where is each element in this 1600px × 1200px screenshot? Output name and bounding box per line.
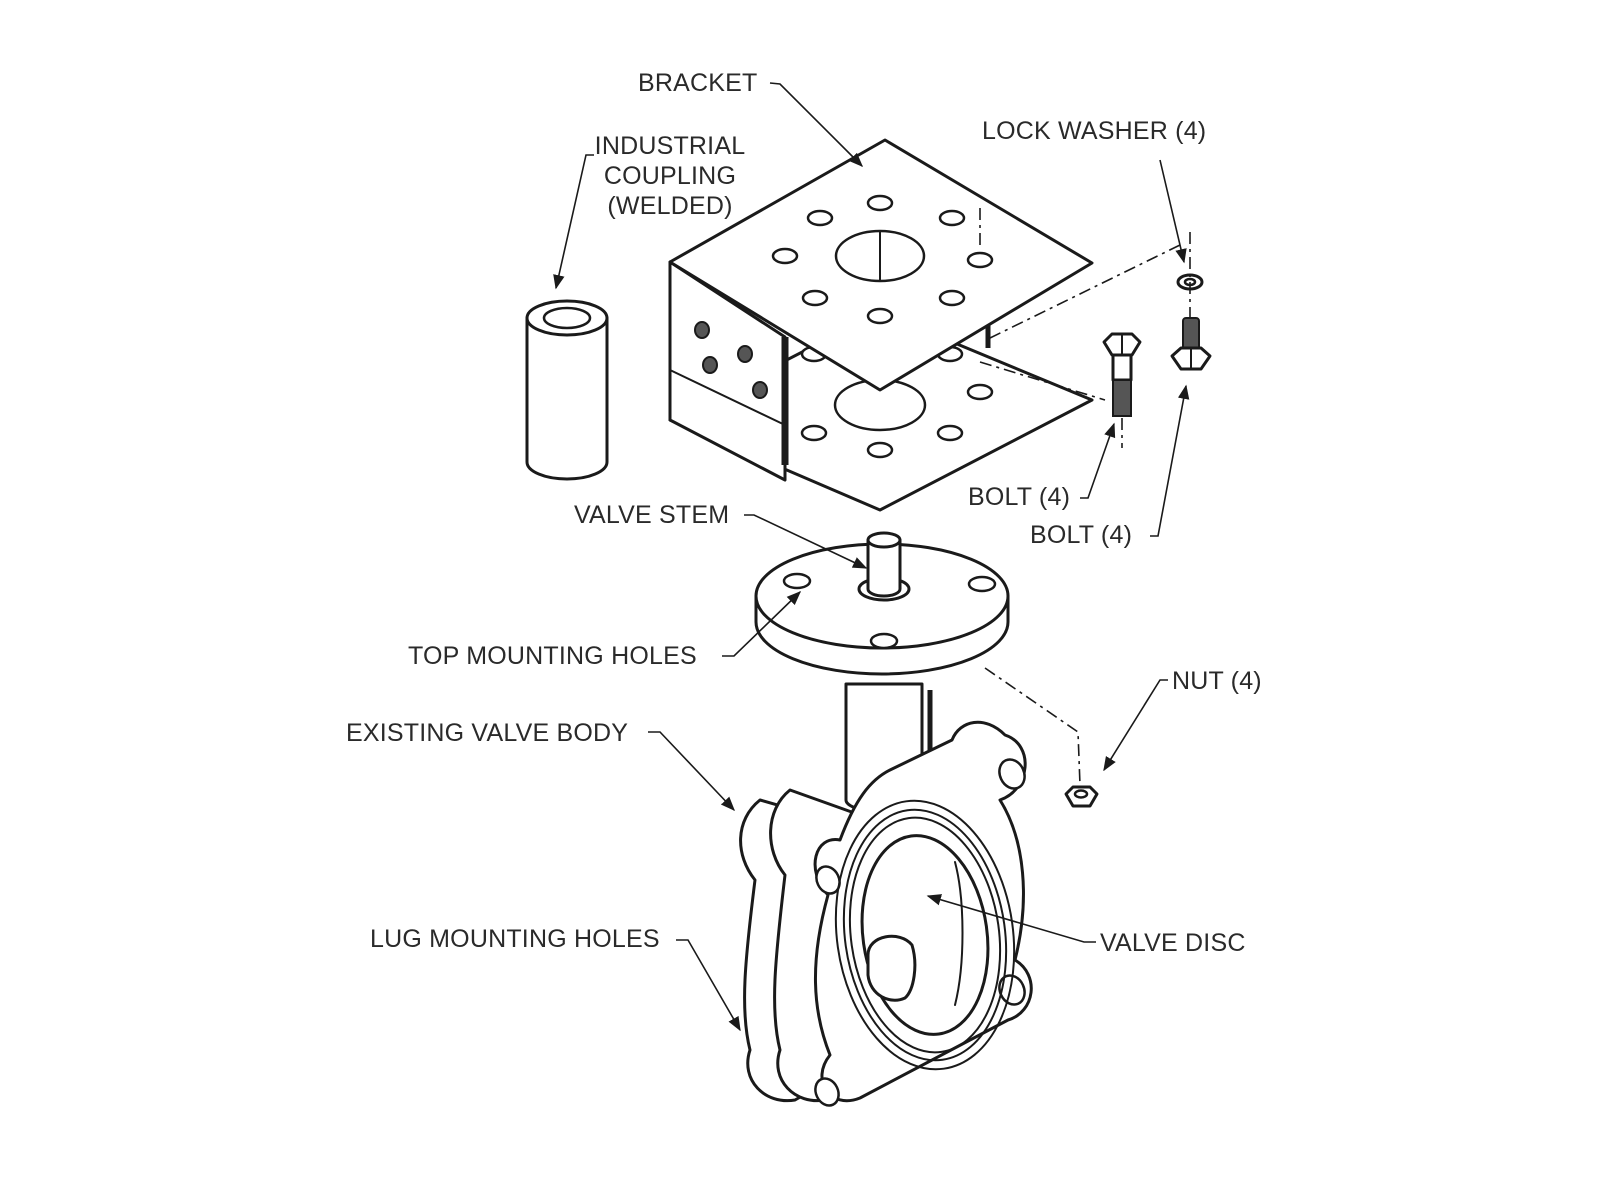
label-industrial-coupling-line-2: COUPLING [603, 162, 737, 190]
nut [1064, 785, 1099, 808]
label-existing-valve-body: EXISTING VALVE BODY [346, 719, 629, 747]
top-mounting-holes [782, 572, 997, 650]
valve-stem [857, 531, 911, 602]
label-lug-mounting-holes: LUG MOUNTING HOLES [370, 925, 660, 953]
bolt-left [1102, 332, 1142, 417]
industrial-coupling [525, 299, 609, 481]
label-top-mounting-holes: TOP MOUNTING HOLES [408, 642, 697, 670]
label-lock-washer: LOCK WASHER (4) [982, 117, 1207, 145]
valve-disc [866, 861, 964, 1006]
label-nut: NUT (4) [1172, 667, 1262, 695]
label-bracket: BRACKET [638, 69, 758, 97]
bolt-right [1170, 317, 1212, 371]
bracket-top-holes [771, 194, 994, 325]
label-bolt-right: BOLT (4) [1030, 521, 1133, 549]
leader-lines [553, 82, 1190, 1032]
bracket [668, 138, 1094, 512]
label-industrial-coupling-line-1: INDUSTRIAL [594, 132, 746, 160]
existing-valve-body [739, 682, 1033, 1107]
assembly-center-lines [979, 208, 1191, 786]
bracket-side-holes [694, 321, 768, 399]
label-industrial-coupling: INDUSTRIAL COUPLING (WELDED) [590, 131, 750, 221]
label-bolt-left: BOLT (4) [968, 483, 1071, 511]
label-industrial-coupling-line-3: (WELDED) [607, 192, 733, 220]
label-valve-stem: VALVE STEM [574, 501, 730, 529]
label-valve-disc: VALVE DISC [1100, 929, 1246, 957]
